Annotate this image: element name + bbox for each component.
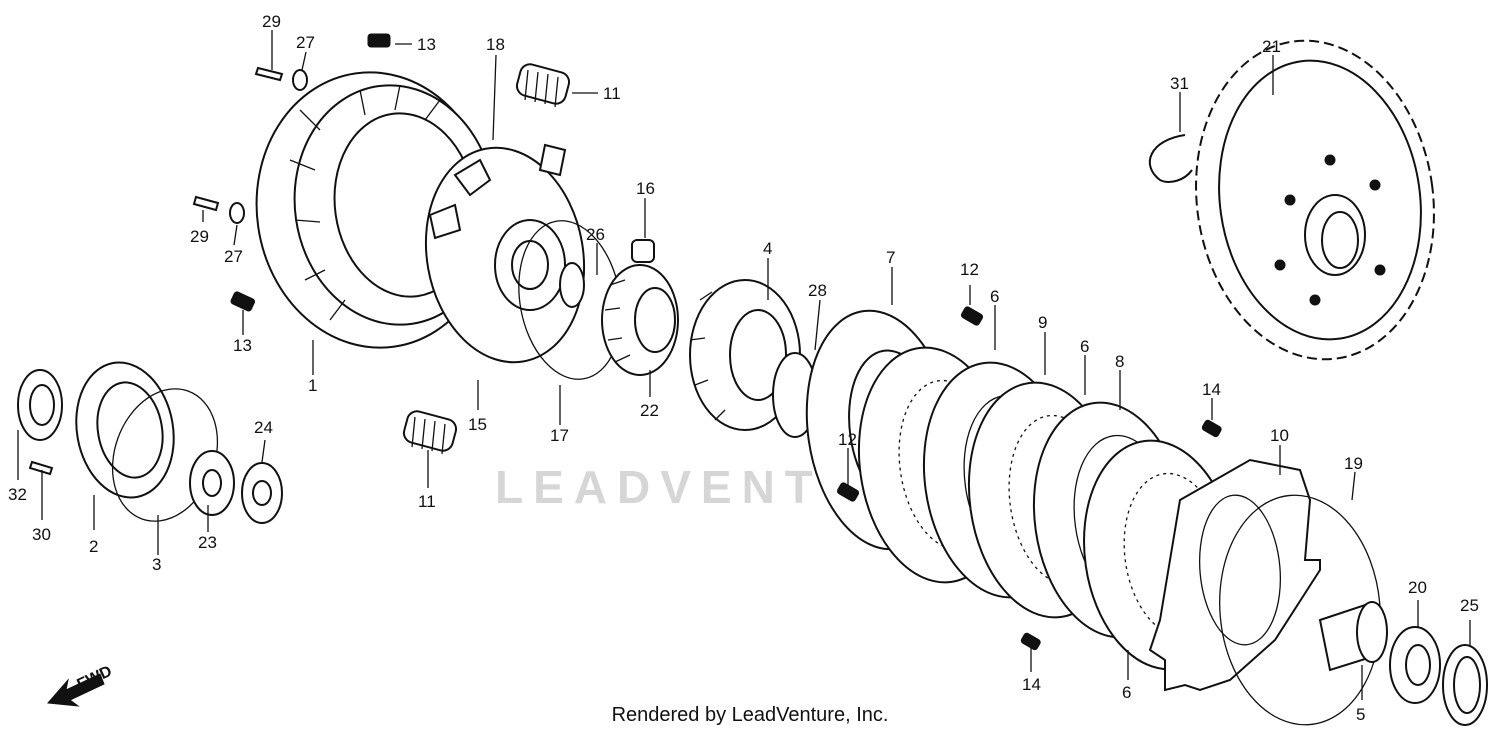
spring-small-12a [960,306,984,326]
callout: 24 [254,418,273,437]
callout: 17 [550,426,569,445]
callout: 26 [586,225,605,244]
callout: 6 [1080,337,1089,356]
callout: 9 [1038,313,1047,332]
callout: 13 [417,35,436,54]
bolt-lower [192,195,245,224]
spring-small-14a [1201,419,1222,438]
spring-upper [515,63,571,108]
callout: 3 [152,555,161,574]
spring-small-12b [836,482,860,502]
callout: 12 [838,430,857,449]
callout: 31 [1170,74,1189,93]
callout: 25 [1460,596,1479,615]
callout: 1 [308,376,317,395]
callout: 7 [886,248,895,267]
callout: 23 [198,533,217,552]
callout: 2 [89,537,98,556]
callout: 30 [32,525,51,544]
primary-driven-gear [1195,39,1435,361]
callout: 20 [1408,578,1427,597]
callout: 27 [296,33,315,52]
callout: 8 [1115,352,1124,371]
callout: 16 [636,179,655,198]
forward-arrow-icon: FWD [46,663,115,707]
collar [1318,601,1388,672]
callout: 5 [1356,705,1365,724]
fwd-label: FWD [75,663,115,694]
lock-nut [241,462,283,524]
callout: 11 [418,492,436,511]
callout: 19 [1344,454,1363,473]
callout: 6 [1122,683,1131,702]
callout: 10 [1270,426,1289,445]
credit-text: Rendered by LeadVenture, Inc. [611,704,889,726]
callout: 14 [1022,675,1041,694]
oil-seal [1389,626,1441,704]
bearing-cover [75,361,175,499]
clutch-hub [601,264,679,376]
oil-ring [559,262,585,308]
callout: 32 [8,485,27,504]
lock-washer [189,450,235,516]
bolt-upper [254,66,308,91]
callout: 21 [1262,37,1281,56]
callout: 27 [224,247,243,266]
callout: 29 [190,227,209,246]
callout: 29 [262,12,281,31]
spring-small-14b [1020,632,1041,651]
spring-small-13a [367,33,391,48]
callout: 11 [603,84,621,103]
callout: 15 [468,415,487,434]
callout-labels: 29 27 13 18 11 21 31 16 26 29 27 4 7 12 … [8,12,1479,724]
leader-lines [17,30,1471,700]
circlip [1148,134,1193,183]
seal-ring [1442,644,1488,726]
bearing [17,369,63,441]
wire-ring [1219,494,1381,726]
spring-small-13b [230,291,256,312]
callout: 22 [640,401,659,420]
clutch-drive-plate [424,143,586,364]
callout: 4 [763,239,772,258]
callout: 6 [990,287,999,306]
callout: 12 [960,260,979,279]
callout: 18 [486,35,505,54]
end-plate [1148,458,1321,692]
callout: 28 [808,281,827,300]
screw [28,460,54,476]
spring-small-16 [631,239,655,263]
callout: 13 [233,336,252,355]
spring-lower [402,410,458,455]
callout: 14 [1202,380,1221,399]
